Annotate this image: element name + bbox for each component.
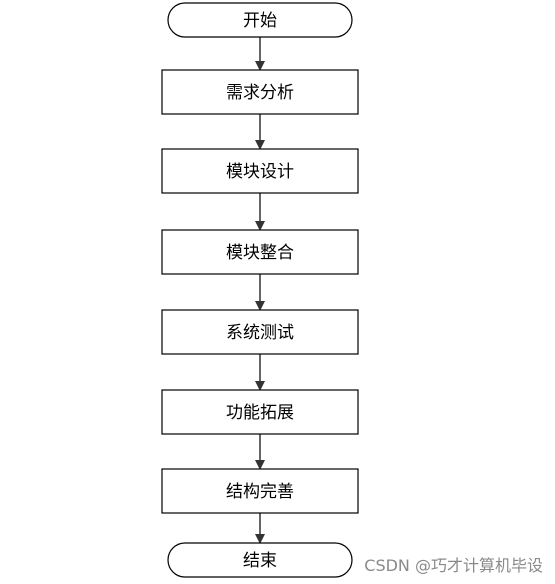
terminal-shape bbox=[167, 2, 353, 38]
watermark: CSDN @巧才计算机毕设 bbox=[364, 556, 543, 575]
process-box bbox=[161, 229, 359, 275]
process-box bbox=[161, 468, 359, 514]
process-box bbox=[161, 69, 359, 115]
node-label-start: 开始 bbox=[243, 11, 277, 31]
process-box bbox=[161, 148, 359, 194]
node-label-end: 结束 bbox=[243, 551, 277, 571]
node-system-testing: 系统测试 bbox=[161, 309, 359, 355]
node-label-system-testing: 系统测试 bbox=[226, 323, 294, 343]
process-box bbox=[161, 389, 359, 435]
process-box bbox=[161, 309, 359, 355]
node-label-module-design: 模块设计 bbox=[226, 162, 294, 182]
node-label-module-integration: 模块整合 bbox=[226, 243, 294, 263]
node-module-integration: 模块整合 bbox=[161, 229, 359, 275]
node-structure-refinement: 结构完善 bbox=[161, 468, 359, 514]
node-module-design: 模块设计 bbox=[161, 148, 359, 194]
node-end: 结束 bbox=[167, 542, 353, 578]
node-feature-expansion: 功能拓展 bbox=[161, 389, 359, 435]
node-requirements-analysis: 需求分析 bbox=[161, 69, 359, 115]
node-label-requirements-analysis: 需求分析 bbox=[226, 83, 294, 103]
node-start: 开始 bbox=[167, 2, 353, 38]
node-label-structure-refinement: 结构完善 bbox=[226, 482, 294, 502]
terminal-shape bbox=[167, 542, 353, 578]
node-label-feature-expansion: 功能拓展 bbox=[226, 403, 294, 423]
